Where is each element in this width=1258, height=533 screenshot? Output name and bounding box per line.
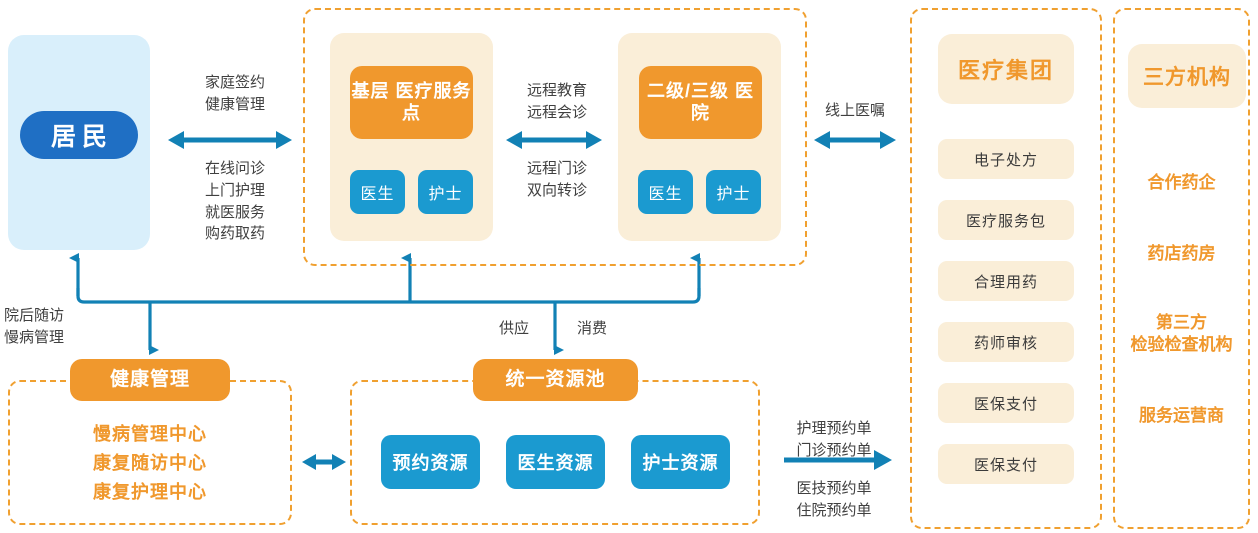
- medical-group-panel: [910, 8, 1102, 529]
- health-management-item-1[interactable]: 康复随访中心: [93, 453, 207, 473]
- third-party-item-1[interactable]: 药店药房: [1147, 244, 1216, 263]
- hospital-role-nurse[interactable]: 护士: [706, 170, 761, 214]
- resource-pool-item-0[interactable]: 预约资源: [381, 435, 480, 489]
- care-zone-panel: [303, 8, 807, 266]
- medical-group-item-4[interactable]: 医保支付: [938, 383, 1074, 423]
- medical-group-item-2[interactable]: 合理用药: [938, 261, 1074, 301]
- flow-label-online-order: 线上医嘱: [824, 102, 885, 119]
- flow-label-supply: 供应: [498, 320, 529, 337]
- health-management-item-0[interactable]: 慢病管理中心: [93, 424, 207, 444]
- health-management-title[interactable]: 健康管理: [70, 359, 230, 401]
- health-management-item-2[interactable]: 康复护理中心: [93, 482, 207, 502]
- hospital-title[interactable]: 二级/三级 医院: [639, 66, 762, 139]
- resource-pool-item-2[interactable]: 护士资源: [631, 435, 730, 489]
- medical-group-item-3[interactable]: 药师审核: [938, 322, 1074, 362]
- flow-label-post-discharge: 院后随访 慢病管理: [4, 307, 65, 346]
- primary-care-role-nurse[interactable]: 护士: [418, 170, 473, 214]
- flow-label-telemedicine-bottom: 远程门诊 双向转诊: [526, 160, 587, 199]
- flow-label-appointment-top: 护理预约单 门诊预约单: [796, 420, 872, 459]
- arrow-resident-care: [168, 131, 292, 149]
- third-party-item-2[interactable]: 第三方 检验检查机构: [1130, 313, 1233, 355]
- resident-pill[interactable]: 居民: [20, 111, 138, 159]
- third-party-item-0[interactable]: 合作药企: [1147, 173, 1216, 192]
- flow-label-consume: 消费: [576, 320, 607, 337]
- resource-pool-item-1[interactable]: 医生资源: [506, 435, 605, 489]
- primary-care-title[interactable]: 基层 医疗服务点: [350, 66, 473, 139]
- primary-care-role-doctor[interactable]: 医生: [350, 170, 405, 214]
- third-party-title[interactable]: 三方机构: [1128, 44, 1246, 108]
- medical-group-item-1[interactable]: 医疗服务包: [938, 200, 1074, 240]
- resource-pool-title[interactable]: 统一资源池: [473, 359, 638, 401]
- flow-label-appointment-bottom: 医技预约单 住院预约单: [796, 480, 872, 519]
- medical-group-item-0[interactable]: 电子处方: [938, 139, 1074, 179]
- arrow-health-pool: [302, 454, 346, 470]
- flow-label-telemedicine-top: 远程教育 远程会诊: [526, 82, 587, 121]
- hospital-role-doctor[interactable]: 医生: [638, 170, 693, 214]
- arrow-care-group: [814, 131, 896, 149]
- third-party-item-3[interactable]: 服务运营商: [1139, 406, 1224, 425]
- third-party-panel: [1113, 8, 1250, 529]
- medical-group-title[interactable]: 医疗集团: [938, 34, 1074, 104]
- flow-label-resident-care-top: 家庭签约 健康管理: [204, 74, 265, 113]
- flow-label-resident-care-bottom: 在线问诊 上门护理 就医服务 购药取药: [204, 160, 265, 243]
- medical-group-item-5[interactable]: 医保支付: [938, 444, 1074, 484]
